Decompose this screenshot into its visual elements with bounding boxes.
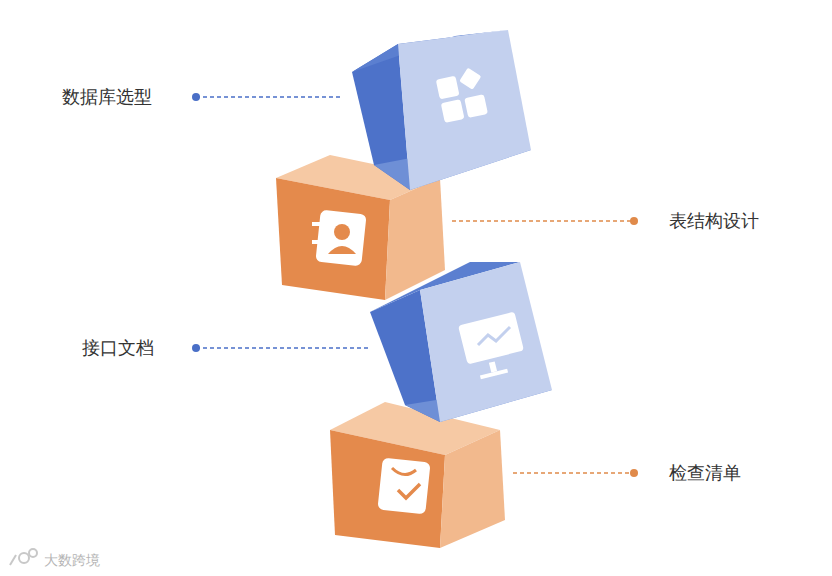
api-label: 接口文档 xyxy=(80,337,156,359)
orange-cube xyxy=(330,402,505,548)
watermark-logo xyxy=(10,549,37,565)
table-label: 表结构设计 xyxy=(667,210,761,232)
watermark: 大数跨境 xyxy=(42,552,102,569)
db-label: 数据库选型 xyxy=(60,86,154,108)
blue-cube xyxy=(352,30,531,190)
checklist-label: 检查清单 xyxy=(667,462,743,484)
